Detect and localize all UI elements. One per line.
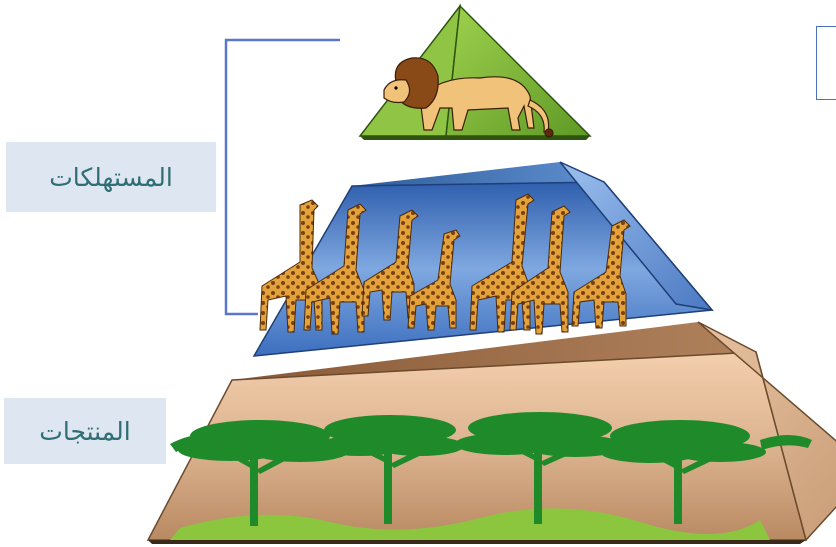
producers-label: المنتجات: [4, 398, 166, 464]
consumers-label: المستهلكات: [6, 142, 216, 212]
top-tier: [360, 6, 590, 140]
title-box: [816, 26, 836, 100]
middle-tier: [254, 162, 712, 356]
